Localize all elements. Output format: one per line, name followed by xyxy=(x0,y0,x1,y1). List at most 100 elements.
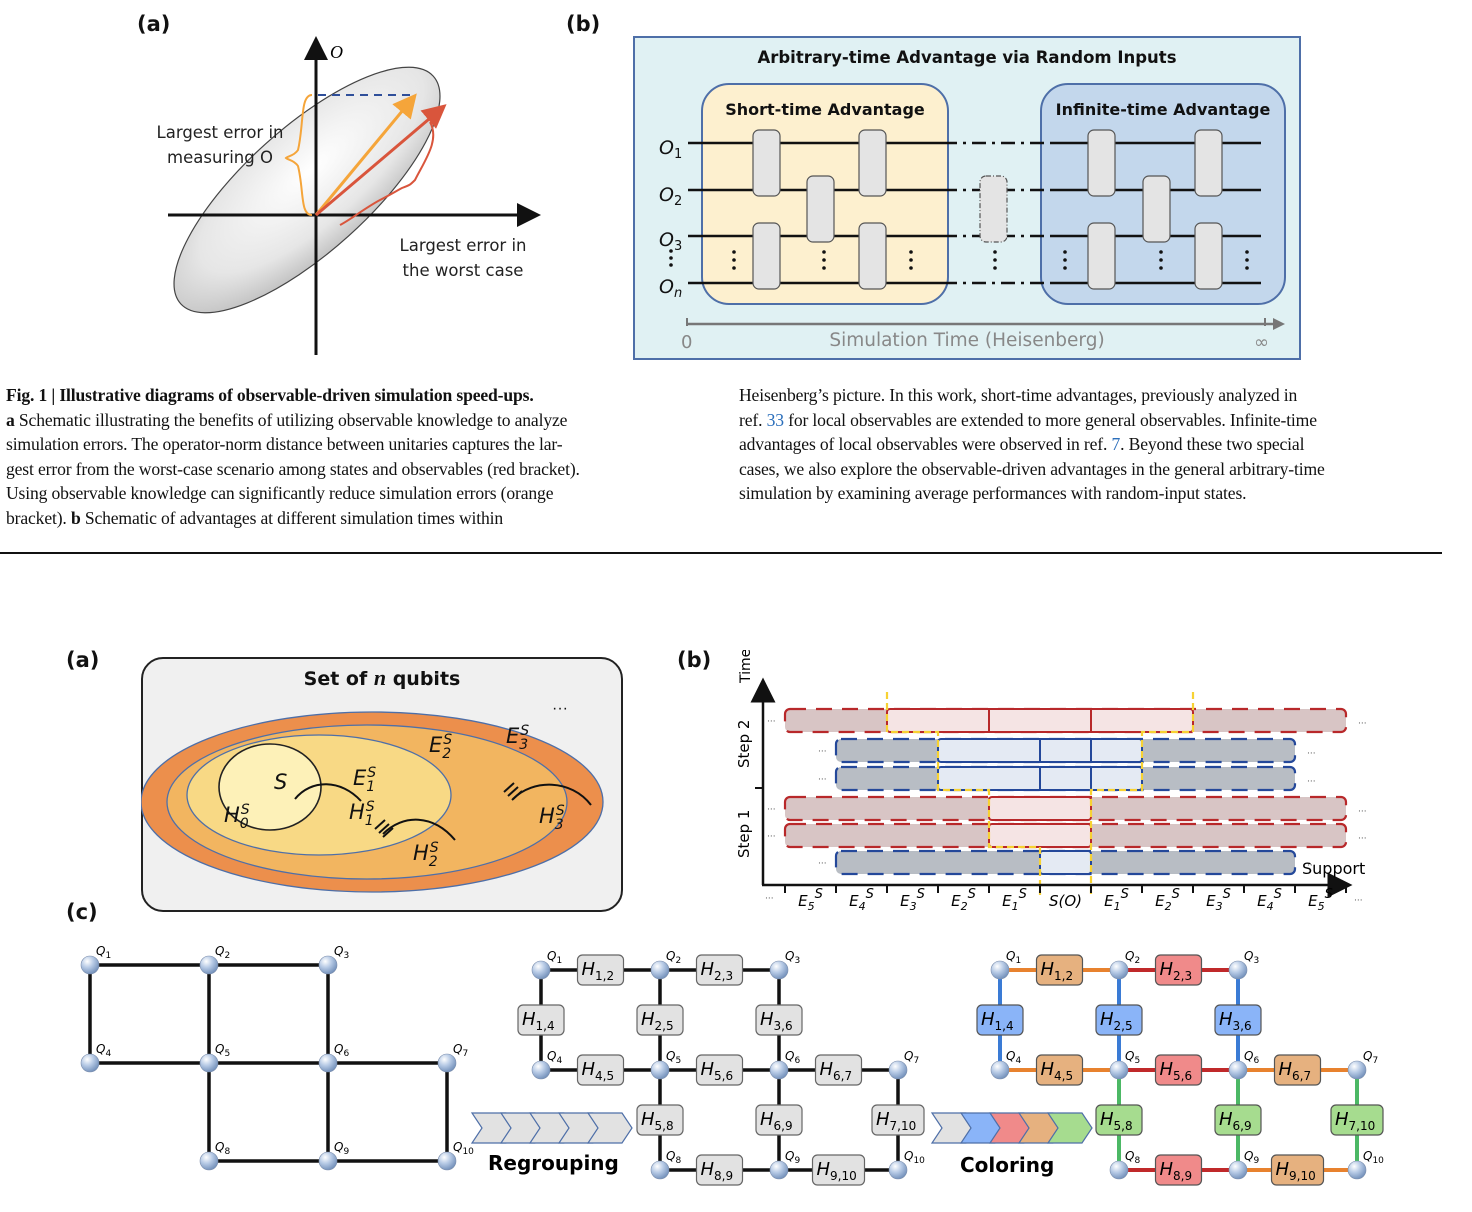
s-label: S xyxy=(274,770,287,794)
lightcone-rows: ···································· xyxy=(767,692,1367,895)
vertical-dots xyxy=(669,249,1249,270)
caption-title: Fig. 1 | Illustrative diagrams of observ… xyxy=(6,385,534,405)
qubit-label: Q1 xyxy=(547,949,562,966)
hamiltonian-term: H7,10 xyxy=(871,1104,925,1136)
h2-arc xyxy=(382,818,456,841)
svg-text:H2,5: H2,5 xyxy=(641,1009,674,1033)
active-gate-block xyxy=(886,708,1194,733)
qubit-node xyxy=(769,1160,789,1180)
caption-line: simulation by examining average performa… xyxy=(739,483,1247,503)
error-ellipse xyxy=(173,66,441,314)
time-axis-label: Time xyxy=(738,650,754,684)
reference-link[interactable]: 7 xyxy=(1111,434,1121,454)
lightcone-boundary-right xyxy=(1089,692,1195,895)
reference-link[interactable]: 33 xyxy=(766,409,784,430)
row-ellipsis: ··· xyxy=(818,775,827,785)
hamiltonian-term: H2,3 xyxy=(1154,954,1203,986)
tick-ellipsis: ··· xyxy=(765,894,774,904)
tick-label: E1S xyxy=(1002,887,1027,913)
svg-text:H6,7: H6,7 xyxy=(1279,1059,1312,1083)
svg-text:H5,6: H5,6 xyxy=(701,1059,734,1083)
hamiltonian-term: H6,7 xyxy=(814,1054,863,1086)
h2-label: H2S xyxy=(413,840,439,870)
hamiltonian-term: H1,2 xyxy=(1035,954,1084,986)
caption-line: bracket). b Schematic of advantages at d… xyxy=(6,507,504,528)
support-axis-label: Support xyxy=(1302,859,1365,878)
lightcone-row: ······ xyxy=(767,707,1367,734)
qubit-node xyxy=(769,960,789,980)
qubit-node xyxy=(1228,1160,1248,1180)
step1-label: Step 1 xyxy=(735,810,753,858)
observable-label: On xyxy=(659,276,682,301)
qubit-label: Q5 xyxy=(666,1049,681,1066)
qubit-label: Q2 xyxy=(666,949,681,966)
hamiltonian-term: H3,6 xyxy=(1214,1004,1262,1036)
qubit-node xyxy=(650,1160,670,1180)
qubit-label: Q1 xyxy=(96,944,111,961)
time-axis xyxy=(686,318,1285,330)
red-arrow xyxy=(315,104,447,217)
fig1-caption-left: Fig. 1 | Illustrative diagrams of observ… xyxy=(6,383,726,530)
qubit-label: Q6 xyxy=(334,1042,349,1059)
tick-label: E5S xyxy=(798,887,823,913)
row-ellipsis: ··· xyxy=(767,717,776,727)
qubit-label: Q2 xyxy=(1125,949,1140,966)
svg-text:H1,4: H1,4 xyxy=(522,1009,555,1033)
qubit-label: Q5 xyxy=(215,1042,230,1059)
qubit-node xyxy=(80,1053,100,1073)
qubit-label: Q8 xyxy=(215,1140,230,1157)
e1-label: E1S xyxy=(353,765,376,795)
qubit-set-title: Set of n qubits xyxy=(303,665,461,690)
caption-line: cases, we also explore the observable-dr… xyxy=(739,458,1325,479)
short-time-title: Short-time Advantage xyxy=(725,100,925,119)
gate xyxy=(1087,129,1116,197)
svg-text:H6,7: H6,7 xyxy=(820,1059,853,1083)
orange-arrow xyxy=(314,93,417,216)
qubit-label: Q10 xyxy=(904,1149,925,1166)
gate xyxy=(858,222,887,290)
gate xyxy=(1194,222,1223,290)
red-label-line-1: Largest error in xyxy=(399,236,527,255)
e2-label: E2S xyxy=(429,732,452,762)
qubit-node xyxy=(1347,1160,1367,1180)
process-arrows xyxy=(470,1112,1093,1144)
qubit-node xyxy=(199,955,219,975)
svg-text:H7,10: H7,10 xyxy=(876,1109,916,1133)
ellipsis-marks xyxy=(374,782,523,838)
qubit-label: Q4 xyxy=(96,1042,111,1059)
h1-label: H1S xyxy=(349,799,375,829)
qubit-node xyxy=(990,1060,1010,1080)
red-bracket xyxy=(339,121,435,226)
qubit-node xyxy=(531,960,551,980)
caption-line: advantages of local observables were obs… xyxy=(739,434,1305,454)
qubit-label: Q8 xyxy=(1125,1149,1140,1166)
more-ellipsis: ··· xyxy=(552,700,568,717)
tick-ellipsis: ··· xyxy=(1354,896,1363,906)
qubit-node xyxy=(80,955,100,975)
tick-label: S(O) xyxy=(1049,892,1082,910)
orange-bracket xyxy=(284,94,313,216)
qubit-node xyxy=(318,955,338,975)
row-ellipsis: ··· xyxy=(1358,807,1367,817)
qubit-node xyxy=(650,1060,670,1080)
tick-label: E4S xyxy=(1257,887,1282,913)
time-axis-end: ∞ xyxy=(1254,332,1269,353)
fig1-panel-a-diagram: O xyxy=(168,36,541,355)
gates xyxy=(752,129,1223,290)
hamiltonian-term: H2,3 xyxy=(695,954,744,986)
red-bracket-label: Largest error in the worst case xyxy=(388,233,538,283)
svg-text:H2,5: H2,5 xyxy=(1100,1009,1133,1033)
time-axis-label: Simulation Time (Heisenberg) xyxy=(829,330,1105,351)
orange-label-line-1: Largest error in xyxy=(156,123,284,142)
tick-label: E5S xyxy=(1308,887,1333,913)
step2-label: Step 2 xyxy=(735,720,753,768)
hamiltonian-term: H2,5 xyxy=(1095,1004,1143,1036)
orange-label-line-2: measuring O xyxy=(167,148,273,167)
observable-label: O2 xyxy=(659,184,682,209)
fig2-panel-c-label: (c) xyxy=(66,900,98,924)
qubit-label: Q7 xyxy=(1363,1049,1378,1066)
gate xyxy=(806,175,835,243)
hamiltonian-term: H6,9 xyxy=(1214,1104,1262,1136)
lightcone-row: ······ xyxy=(818,737,1316,764)
